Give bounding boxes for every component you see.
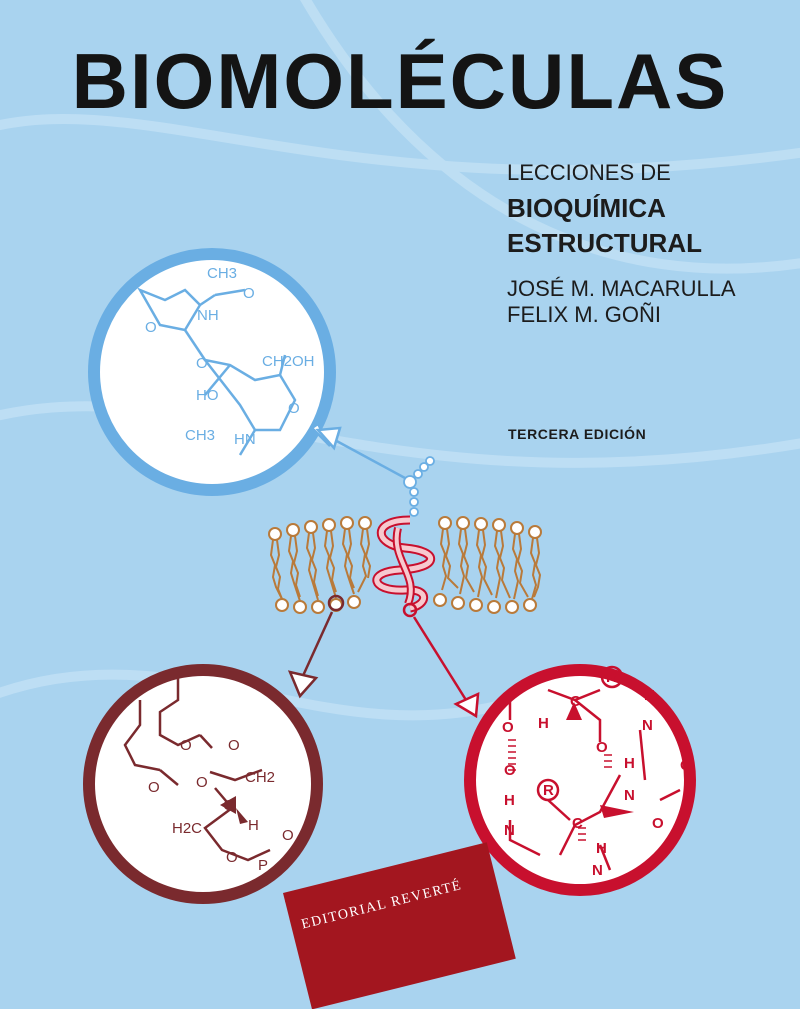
lipid-label-3: O [148, 779, 160, 796]
lipid-label-4: O [196, 774, 208, 791]
book-title: BIOMOLÉCULAS [71, 37, 729, 125]
protein-label-5: N [642, 717, 653, 734]
lipid-label-5: CH2 [245, 769, 275, 786]
subtitle-line-2: BIOQUÍMICA [507, 193, 666, 223]
protein-label-12: N [504, 822, 515, 839]
protein-label-8: N [624, 787, 635, 804]
lipid-arrow [287, 594, 345, 699]
glycan-arrow [310, 422, 406, 480]
protein-label-7: H [624, 755, 635, 772]
sugar-label-9: CH3 [185, 427, 215, 444]
author-2: FELIX M. GOÑI [507, 302, 662, 327]
sugar-circle: CH3 NH O O O CH2OH HO O CH3 HN [88, 248, 336, 496]
protein-label-3: H [538, 715, 549, 732]
subtitle-line-3: ESTRUCTURAL [507, 228, 702, 258]
lipid-circle: O O O O CH2 C H H2C O P O [83, 664, 323, 904]
sugar-label-7: HO [196, 387, 219, 404]
protein-label-14: N [592, 862, 603, 879]
protein-label-13: H [504, 792, 515, 809]
sugar-label-6: CH2OH [262, 353, 315, 370]
protein-label-16: O [680, 757, 692, 774]
protein-label-17: N [644, 687, 655, 704]
author-1: JOSÉ M. MACARULLA [507, 276, 736, 301]
protein-label-2: C [570, 693, 581, 710]
protein-label-11: H [596, 840, 607, 857]
sugar-label-5: O [196, 355, 208, 372]
lipid-label-7: H [248, 817, 259, 834]
sugar-label-2: NH [197, 307, 219, 324]
sugar-label-10: HN [234, 431, 256, 448]
sugar-label-8: O [288, 400, 300, 417]
upper-leaflet [268, 516, 542, 541]
protein-label-18: O [652, 815, 664, 832]
edition-label: TERCERA EDICIÓN [508, 426, 647, 442]
glycan-chain [403, 456, 435, 517]
lipid-label-9: O [226, 849, 238, 866]
lipid-label-11: O [282, 827, 294, 844]
protein-label-9: R [543, 782, 554, 799]
protein-label-15: O [504, 762, 516, 779]
membrane-protein [372, 515, 436, 613]
lipid-label-8: H2C [172, 820, 202, 837]
cover-illustration: CH3 NH O O O CH2OH HO O CH3 HN [83, 248, 696, 921]
protein-label-10: C [572, 815, 583, 832]
protein-circle: R C H O N O H N R C H N H N O O N O [464, 664, 696, 896]
protein-label-4: O [502, 719, 514, 736]
protein-label-6: O [596, 739, 608, 756]
sugar-label-1: CH3 [207, 265, 237, 282]
lipid-label-10: P [258, 857, 268, 874]
protein-arrow [402, 602, 480, 719]
sugar-label-4: O [145, 319, 157, 336]
lipid-label-1: O [180, 737, 192, 754]
protein-label-1: R [606, 669, 617, 686]
sugar-label-3: O [243, 285, 255, 302]
background-fibers [0, 0, 800, 721]
subtitle-line-1: LECCIONES DE [507, 160, 671, 185]
lipid-label-6: C [223, 797, 234, 814]
lipid-label-2: O [228, 737, 240, 754]
